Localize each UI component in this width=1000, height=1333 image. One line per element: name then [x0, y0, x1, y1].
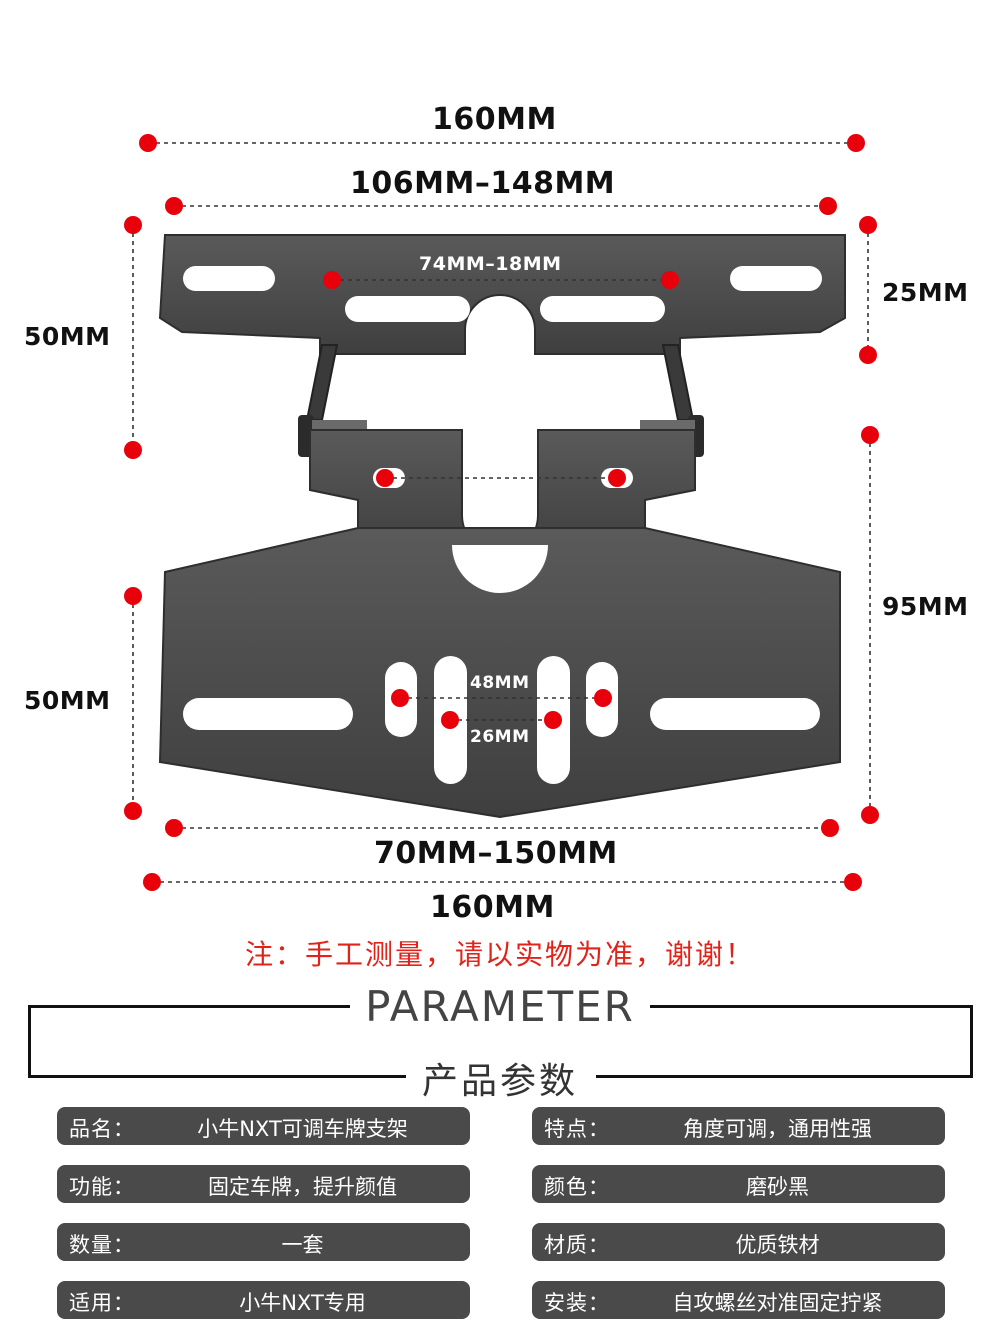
param-value: 小牛NXT可调车牌支架 — [197, 1117, 408, 1141]
top-slot — [540, 296, 665, 322]
param-label: 材质： — [544, 1233, 610, 1257]
parameter-subtitle: 产品参数 — [421, 1061, 578, 1102]
param-row-name: 品名： 小牛NXT可调车牌支架 — [57, 1107, 470, 1145]
bracket-diagram — [124, 134, 879, 891]
param-label: 品名： — [69, 1117, 135, 1141]
param-row-quantity: 数量： 一套 — [57, 1223, 470, 1261]
param-value: 小牛NXT专用 — [239, 1291, 366, 1315]
frame-top-left — [28, 1005, 350, 1008]
dim-center-holes: 56MM — [462, 452, 529, 474]
param-row-install: 安装： 自攻螺丝对准固定拧紧 — [532, 1281, 945, 1319]
dim-slots-inner: 26MM — [470, 727, 530, 747]
dim-left-bottom: 50MM — [24, 686, 111, 715]
dim-slots-outer: 48MM — [470, 673, 530, 693]
dim-left-top: 50MM — [24, 322, 111, 351]
dimension-lines — [132, 142, 871, 883]
top-slot — [183, 266, 275, 291]
side-arm-right — [661, 344, 695, 421]
param-label: 适用： — [69, 1291, 135, 1315]
param-label: 颜色： — [544, 1175, 610, 1199]
bottom-slot — [183, 698, 353, 730]
dim-top-slots: 74MM–18MM — [419, 253, 562, 275]
frame-bottom-left — [28, 1075, 406, 1078]
frame-left — [28, 1005, 31, 1078]
param-label: 数量： — [69, 1233, 135, 1257]
param-row-color: 颜色： 磨砂黑 — [532, 1165, 945, 1203]
param-row-material: 材质： 优质铁材 — [532, 1223, 945, 1261]
top-slot — [345, 296, 470, 322]
param-row-feature: 特点： 角度可调，通用性强 — [532, 1107, 945, 1145]
dim-top-adjust: 106MM–148MM — [350, 166, 616, 201]
param-row-function: 功能： 固定车牌，提升颜值 — [57, 1165, 470, 1203]
dim-top-total: 160MM — [432, 102, 557, 137]
frame-bottom-right — [596, 1075, 973, 1078]
param-value: 角度可调，通用性强 — [683, 1117, 872, 1141]
param-value: 一套 — [281, 1233, 324, 1257]
top-plate — [158, 234, 846, 355]
frame-right — [970, 1005, 973, 1078]
measurement-note: 注：手工测量，请以实物为准，谢谢！ — [244, 938, 755, 971]
param-label: 特点： — [544, 1117, 610, 1141]
side-arm-left — [305, 344, 339, 421]
param-row-fit: 适用： 小牛NXT专用 — [57, 1281, 470, 1319]
bottom-slot — [650, 698, 820, 730]
param-label: 功能： — [69, 1175, 135, 1199]
param-label: 安装： — [544, 1291, 610, 1315]
frame-top-right — [650, 1005, 973, 1008]
param-value: 磨砂黑 — [746, 1175, 809, 1199]
dim-bottom-adjust: 70MM–150MM — [374, 836, 618, 871]
param-value: 优质铁材 — [735, 1233, 820, 1257]
measurement-markers — [124, 134, 879, 891]
bottom-plate — [158, 527, 841, 819]
param-value: 固定车牌，提升颜值 — [208, 1175, 397, 1199]
dim-bottom-total: 160MM — [430, 890, 555, 925]
parameter-title: PARAMETER — [365, 982, 635, 1031]
param-value: 自攻螺丝对准固定拧紧 — [672, 1291, 883, 1315]
top-slot — [730, 266, 822, 291]
dim-right-total: 95MM — [882, 592, 969, 621]
dim-right-top: 25MM — [882, 278, 969, 307]
